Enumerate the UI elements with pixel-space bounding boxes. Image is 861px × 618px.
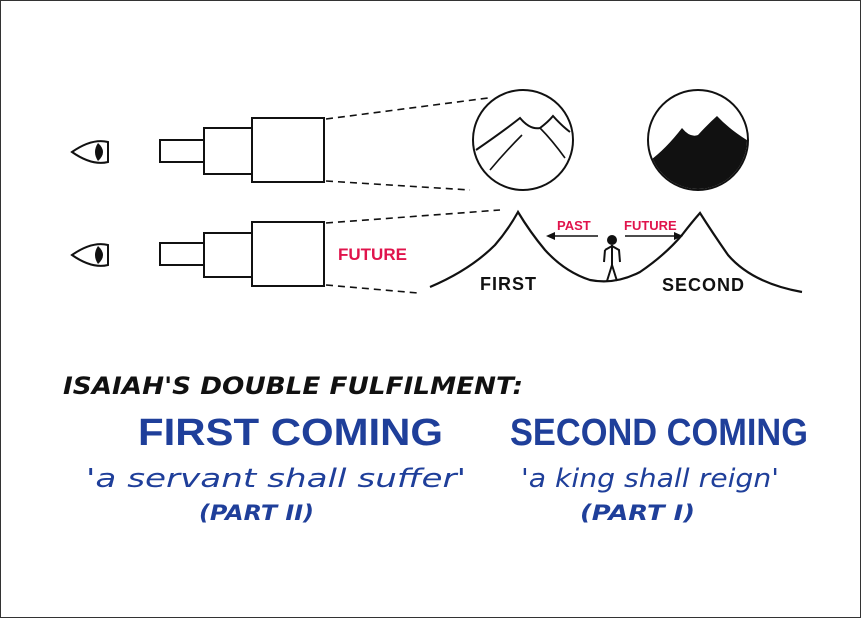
- first-coming-part: (PART II): [199, 501, 314, 525]
- telescope-top: [159, 117, 325, 183]
- arrow-past: [546, 232, 598, 240]
- label-future-left: FUTURE: [338, 245, 407, 264]
- label-second: SECOND: [662, 275, 745, 295]
- arrow-future: [625, 232, 683, 240]
- view-lines-top: [325, 97, 489, 191]
- eye-icon: [70, 140, 109, 164]
- view-lines-bottom: [325, 209, 501, 294]
- second-coming-title: SECOND COMING: [510, 412, 808, 454]
- circle-view-filled: [647, 89, 749, 191]
- first-coming-title: FIRST COMING: [138, 412, 443, 454]
- telescope-bottom: [159, 221, 325, 287]
- label-past: PAST: [557, 218, 591, 233]
- caption-heading: ISAIAH'S DOUBLE FULFILMENT:: [63, 372, 523, 400]
- eye-icon: [70, 243, 109, 267]
- second-coming-quote: 'a king shall reign': [521, 464, 779, 494]
- mountain-profile: [429, 209, 803, 294]
- circle-view-outline: [472, 89, 574, 191]
- person-figure: [603, 235, 621, 282]
- first-coming-quote: 'a servant shall suffer': [86, 464, 466, 494]
- label-future-right: FUTURE: [624, 218, 677, 233]
- label-first: FIRST: [480, 274, 537, 294]
- second-coming-part: (PART I): [580, 501, 695, 525]
